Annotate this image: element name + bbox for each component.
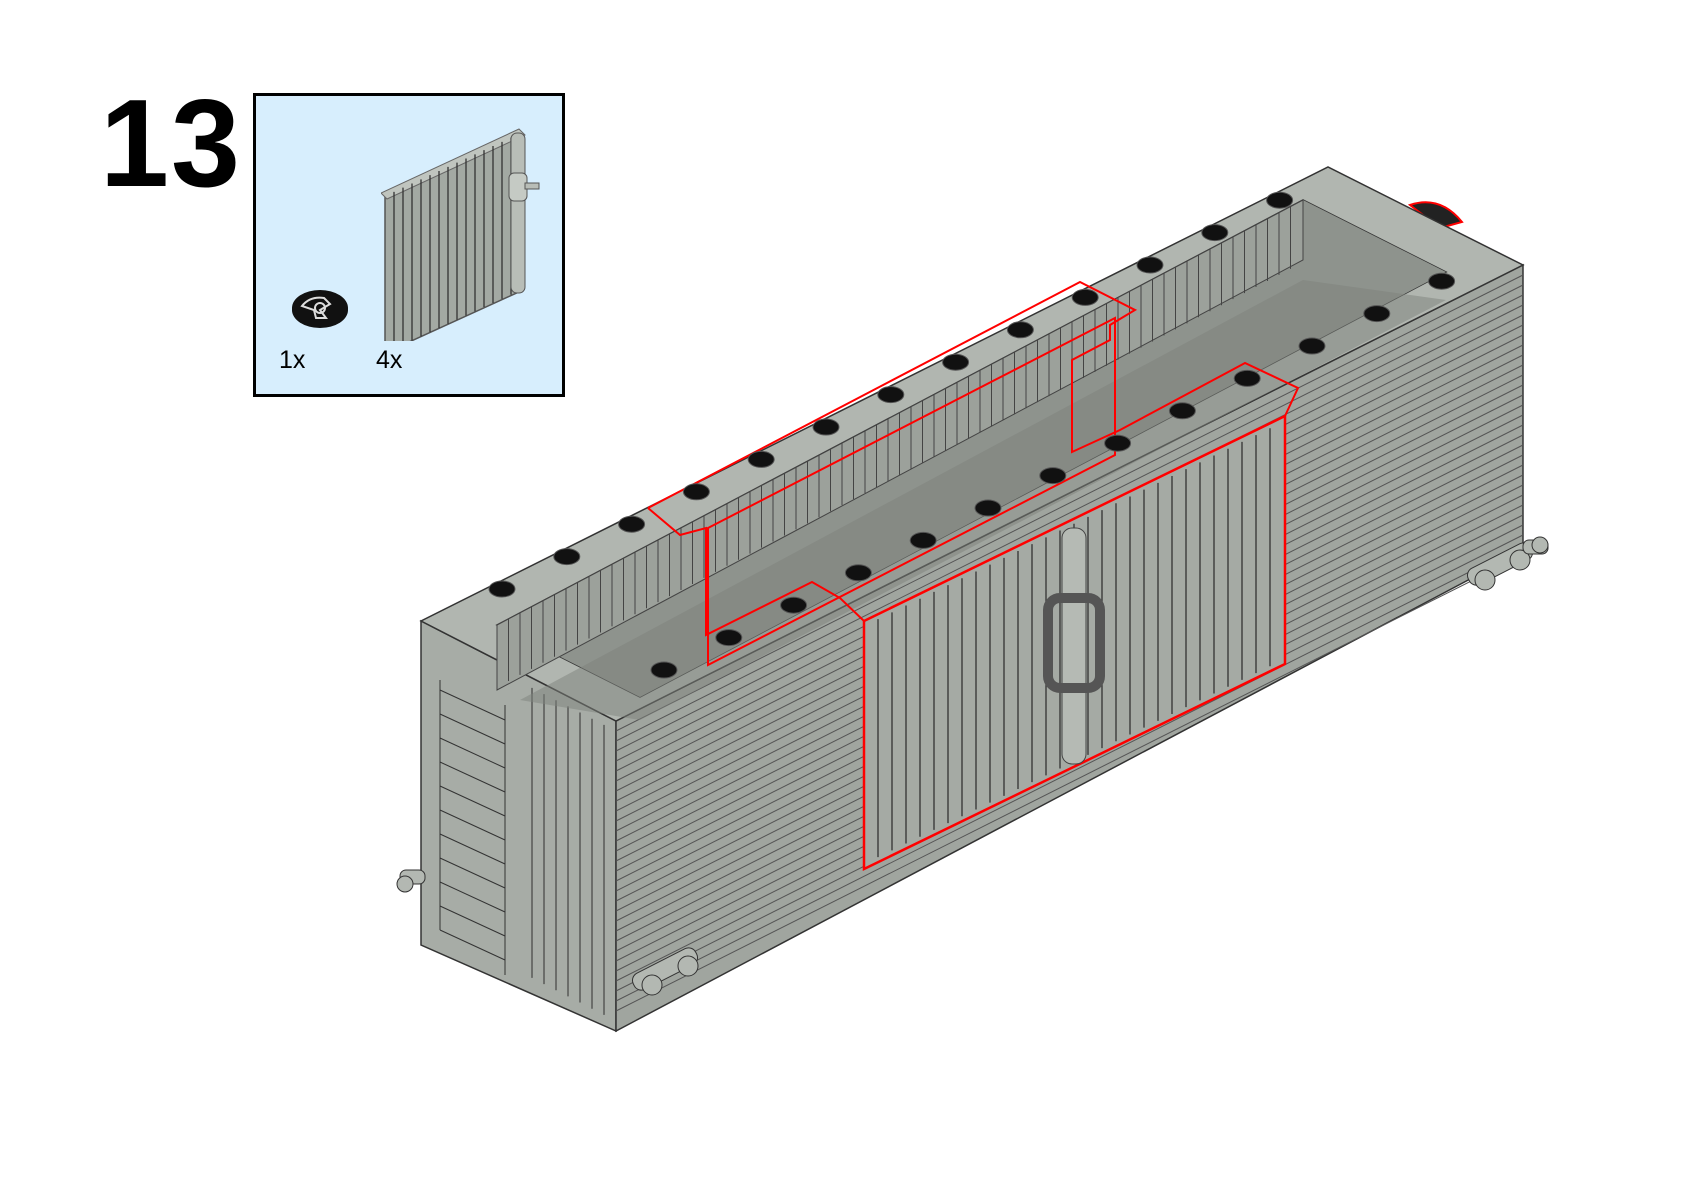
stud bbox=[1006, 321, 1034, 339]
ladder-rung bbox=[439, 785, 506, 817]
stud bbox=[1168, 402, 1196, 420]
rear-door-highlight bbox=[707, 316, 1116, 667]
stud bbox=[877, 386, 905, 404]
stud bbox=[844, 564, 872, 582]
stud bbox=[682, 483, 710, 501]
ladder-rung bbox=[439, 833, 506, 865]
truck-front bbox=[631, 947, 699, 996]
stud bbox=[1266, 191, 1294, 209]
stud bbox=[553, 548, 581, 566]
stud bbox=[812, 418, 840, 436]
stud bbox=[942, 353, 970, 371]
door-latch bbox=[1043, 593, 1105, 693]
side-plank-line bbox=[615, 284, 1524, 742]
side-plank-line bbox=[615, 544, 1524, 1002]
side-plank-line bbox=[615, 554, 1524, 1012]
stud bbox=[780, 596, 808, 614]
stud bbox=[488, 580, 516, 598]
step-number: 13 bbox=[100, 75, 242, 213]
side-plank-line bbox=[615, 274, 1524, 732]
ladder bbox=[439, 680, 506, 975]
sliding-door-panel-part-icon bbox=[381, 128, 540, 341]
coupler-left bbox=[396, 869, 426, 893]
stud bbox=[715, 629, 743, 647]
truck-rear bbox=[1466, 542, 1534, 591]
ladder-rung bbox=[439, 737, 506, 769]
studs bbox=[488, 191, 1456, 679]
ladder-rung bbox=[439, 713, 506, 745]
ladder-rung bbox=[439, 929, 506, 961]
stud bbox=[1104, 434, 1132, 452]
back-coupler bbox=[1407, 201, 1464, 230]
stud bbox=[974, 499, 1002, 517]
ladder-rung bbox=[439, 881, 506, 913]
part-quantity-steering-wheel: 1x bbox=[279, 346, 306, 374]
stud bbox=[1363, 305, 1391, 323]
part-quantity-door-panel: 4x bbox=[376, 346, 403, 374]
ladder-rung bbox=[439, 857, 506, 889]
stud bbox=[1071, 288, 1099, 306]
ladder-rung bbox=[439, 689, 506, 721]
stud bbox=[747, 450, 775, 468]
stud bbox=[1233, 369, 1261, 387]
rim-highlight bbox=[647, 280, 1300, 509]
rim-highlight-front bbox=[647, 507, 865, 637]
coupler-right bbox=[1522, 536, 1549, 555]
stud bbox=[618, 515, 646, 533]
parts-callout: 1x 4x bbox=[253, 93, 565, 397]
ladder-rung bbox=[439, 761, 506, 793]
ladder-rung bbox=[439, 905, 506, 937]
interior-floor bbox=[520, 280, 1446, 720]
stud bbox=[1039, 467, 1067, 485]
stud bbox=[1428, 272, 1456, 290]
steering-wheel-part-icon bbox=[292, 290, 348, 328]
interior bbox=[497, 200, 1446, 697]
stud bbox=[1136, 256, 1164, 274]
ladder-rung bbox=[439, 809, 506, 841]
stud bbox=[1298, 337, 1326, 355]
stud bbox=[909, 531, 937, 549]
door-handle bbox=[1061, 527, 1087, 765]
stud bbox=[650, 661, 678, 679]
stud bbox=[1201, 224, 1229, 242]
